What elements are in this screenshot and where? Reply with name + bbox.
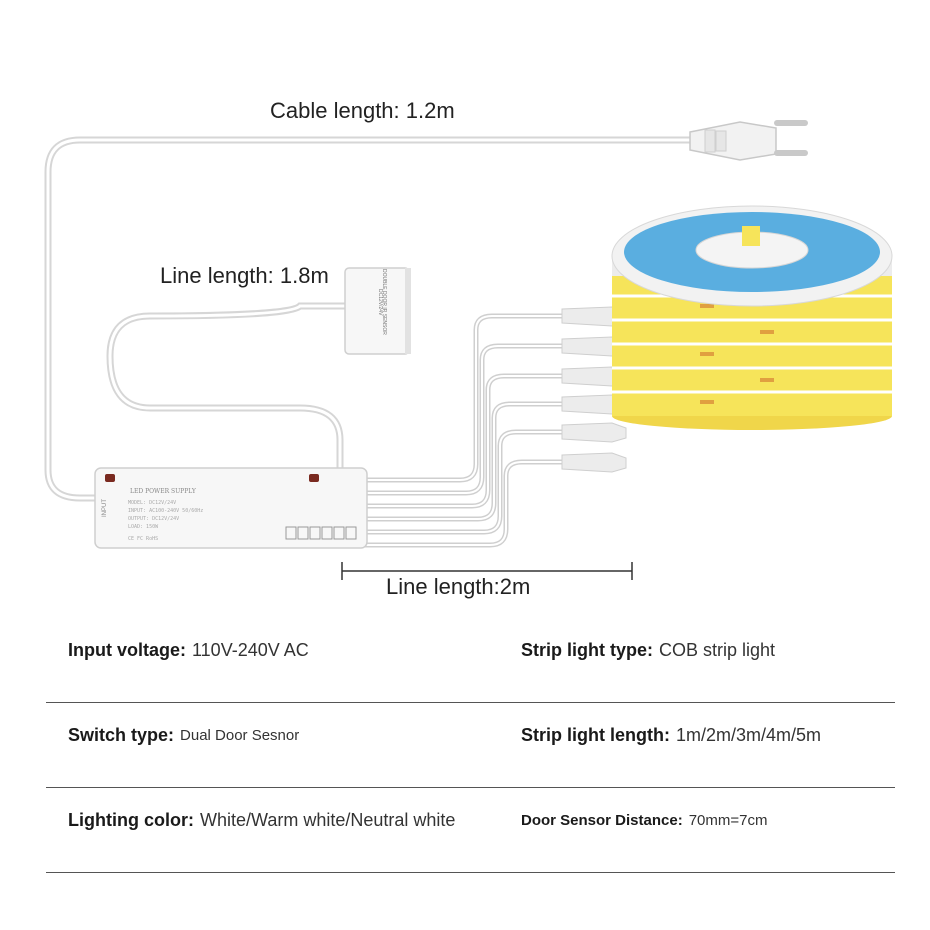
spec-label: Lighting color: [68, 809, 194, 830]
spec-label: Switch type: [68, 724, 175, 745]
wiring-diagram: MODEL: DC12V/24V INPUT: AC100-240V 50/60… [44, 120, 893, 580]
spec-label: Input voltage: [68, 639, 186, 660]
spec-row: Lighting color: White/Warm white/Neutral… [46, 788, 895, 873]
product-diagram: MODEL: DC12V/24V INPUT: AC100-240V 50/60… [44, 98, 893, 599]
svg-text:LOAD: 150W: LOAD: 150W [128, 524, 159, 530]
sensor-box [344, 267, 411, 355]
spec-value: 1m/2m/3m/4m/5m [675, 724, 822, 745]
spec-item: Lighting color: White/Warm white/Neutral… [68, 788, 455, 852]
power-supply-title: LED POWER SUPPLY [130, 488, 196, 495]
plug-icon [689, 120, 808, 161]
svg-text:OUTPUT: DC12V/24V: OUTPUT: DC12V/24V [128, 516, 179, 522]
output-line-length-label: Line length:2m [386, 574, 531, 599]
power-supply-input-label: INPUT [102, 499, 108, 517]
spec-item: Strip light type: COB strip light [521, 618, 775, 682]
spec-value: Dual Door Sesnor [180, 726, 300, 744]
spec-table: Input voltage: 110V-240V AC Strip light … [46, 618, 895, 873]
sensor-box-sublabel: DC12V/24V [377, 289, 383, 316]
svg-text:MODEL: DC12V/24V: MODEL: DC12V/24V [128, 500, 176, 506]
cable-length-label: Cable length: 1.2m [270, 98, 455, 123]
spec-label: Strip light length: [521, 724, 670, 745]
led-strip-reels [611, 205, 893, 430]
spec-value: White/Warm white/Neutral white [199, 809, 456, 830]
spec-label: Strip light type: [521, 639, 653, 660]
sensor-line-length-label: Line length: 1.8m [160, 263, 329, 288]
spec-item: Door Sensor Distance: 70mm=7cm [521, 788, 768, 852]
spec-value: COB strip light [659, 639, 776, 660]
spec-value: 70mm=7cm [688, 811, 768, 829]
spec-item: Strip light length: 1m/2m/3m/4m/5m [521, 703, 821, 767]
svg-text:CE FC RoHS: CE FC RoHS [128, 536, 158, 542]
spec-row: Input voltage: 110V-240V AC Strip light … [46, 618, 895, 703]
spec-item: Switch type: Dual Door Sesnor [68, 703, 299, 767]
svg-text:INPUT: AC100-240V 50/60Hz: INPUT: AC100-240V 50/60Hz [128, 508, 203, 514]
spec-item: Input voltage: 110V-240V AC [68, 618, 309, 682]
sensor-cable [106, 302, 349, 474]
spec-value: 110V-240V AC [192, 639, 309, 660]
dimension-line [341, 562, 633, 580]
spec-row: Switch type: Dual Door Sesnor Strip ligh… [46, 703, 895, 788]
spec-label: Door Sensor Distance: [521, 811, 683, 829]
power-supply: MODEL: DC12V/24V INPUT: AC100-240V 50/60… [94, 467, 368, 549]
